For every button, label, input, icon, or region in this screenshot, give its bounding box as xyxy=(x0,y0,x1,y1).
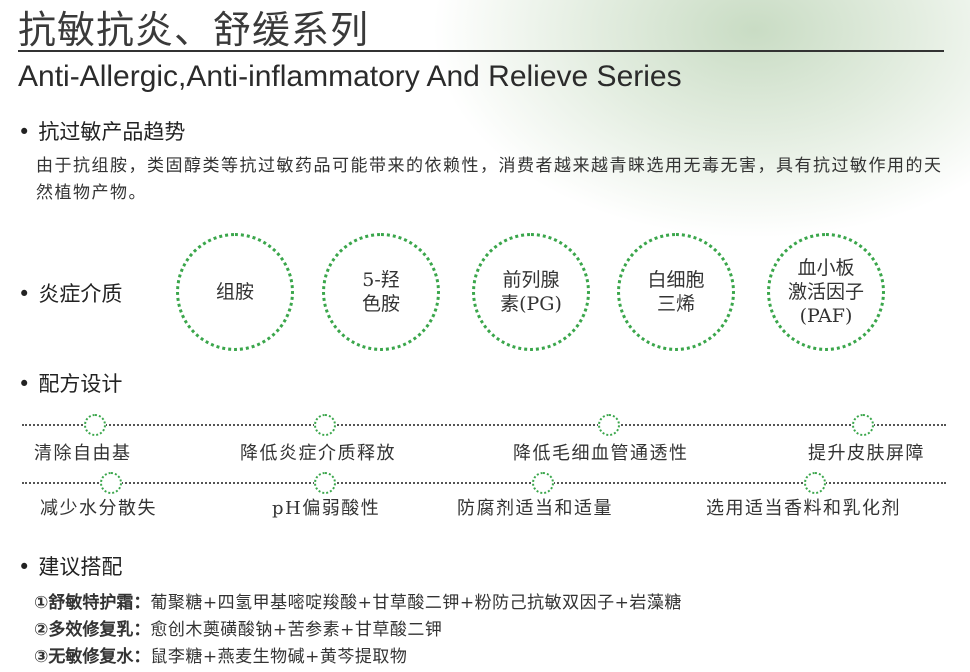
recommend-item-text: 葡聚糖+四氢甲基嘧啶羧酸+甘草酸二钾+粉防己抗敏双因子+岩藻糖 xyxy=(150,593,682,613)
formula-item-row1: 降低毛细血管通透性 xyxy=(513,443,689,464)
formula-node xyxy=(100,472,122,494)
recommend-item-label: ①舒敏特护霜： xyxy=(34,593,151,613)
page-title-en: Anti-Allergic,Anti-inflammatory And Reli… xyxy=(18,60,682,93)
formula-node xyxy=(314,472,336,494)
mediator-label: 5-羟 色胺 xyxy=(361,269,400,315)
formula-node xyxy=(852,414,874,436)
title-underline xyxy=(18,50,944,52)
mediator-label: 白细胞 三烯 xyxy=(647,269,705,315)
bullet-dot: • xyxy=(18,555,31,579)
recommend-item: ②多效修复乳：愈创木薁磺酸钠+苦参素+甘草酸二钾 xyxy=(34,618,442,642)
recommend-item-text: 鼠李糖+燕麦生物碱+黄芩提取物 xyxy=(150,647,408,667)
recommend-item-label: ③无敏修复水： xyxy=(34,647,151,667)
formula-item-row1: 降低炎症介质释放 xyxy=(240,443,396,464)
recommend-item: ①舒敏特护霜：葡聚糖+四氢甲基嘧啶羧酸+甘草酸二钾+粉防己抗敏双因子+岩藻糖 xyxy=(34,591,682,615)
section-mediators-label: 炎症介质 xyxy=(38,282,123,306)
section-formula-title: • 配方设计 xyxy=(18,370,122,398)
mediator-circle-histamine: 组胺 xyxy=(176,233,294,351)
section-recommend-label: 建议搭配 xyxy=(38,555,123,579)
formula-node xyxy=(84,414,106,436)
recommend-item-label: ②多效修复乳： xyxy=(34,620,151,640)
mediator-circle-leukotriene: 白细胞 三烯 xyxy=(617,233,735,351)
background-leaf-glow xyxy=(430,0,970,240)
formula-item-row1: 清除自由基 xyxy=(34,443,132,464)
formula-dotted-line-2 xyxy=(22,482,946,484)
formula-node xyxy=(532,472,554,494)
mediator-label: 血小板 激活因子 (PAF) xyxy=(787,257,864,327)
section-recommend-title: • 建议搭配 xyxy=(18,553,122,581)
section-trend-label: 抗过敏产品趋势 xyxy=(38,120,186,144)
mediator-label: 前列腺 素(PG) xyxy=(500,269,562,315)
mediator-circle-paf: 血小板 激活因子 (PAF) xyxy=(767,233,885,351)
bullet-dot: • xyxy=(18,372,31,396)
section-mediators-title: • 炎症介质 xyxy=(18,280,122,308)
formula-node xyxy=(314,414,336,436)
formula-item-row2: 防腐剂适当和适量 xyxy=(457,498,613,519)
formula-item-row2: 选用适当香料和乳化剂 xyxy=(706,498,901,519)
mediator-label: 组胺 xyxy=(215,281,254,303)
mediator-circle-prostaglandin: 前列腺 素(PG) xyxy=(472,233,590,351)
formula-dotted-line-1 xyxy=(22,424,946,426)
recommend-item-text: 愈创木薁磺酸钠+苦参素+甘草酸二钾 xyxy=(150,620,443,640)
recommend-item: ③无敏修复水：鼠李糖+燕麦生物碱+黄芩提取物 xyxy=(34,645,407,669)
mediator-circle-serotonin: 5-羟 色胺 xyxy=(322,233,440,351)
bullet-dot: • xyxy=(18,120,31,144)
section-formula-label: 配方设计 xyxy=(38,372,123,396)
bullet-dot: • xyxy=(18,282,31,306)
formula-node xyxy=(804,472,826,494)
formula-item-row1: 提升皮肤屏障 xyxy=(808,443,925,464)
section-trend-title: • 抗过敏产品趋势 xyxy=(18,118,185,146)
formula-node xyxy=(598,414,620,436)
formula-item-row2: 减少水分散失 xyxy=(40,498,157,519)
formula-item-row2: pH偏弱酸性 xyxy=(272,498,381,519)
page-title-cn: 抗敏抗炎、舒缓系列 xyxy=(18,8,370,52)
trend-paragraph: 由于抗组胺，类固醇类等抗过敏药品可能带来的依赖性，消费者越来越青睐选用无毒无害，… xyxy=(36,156,943,203)
